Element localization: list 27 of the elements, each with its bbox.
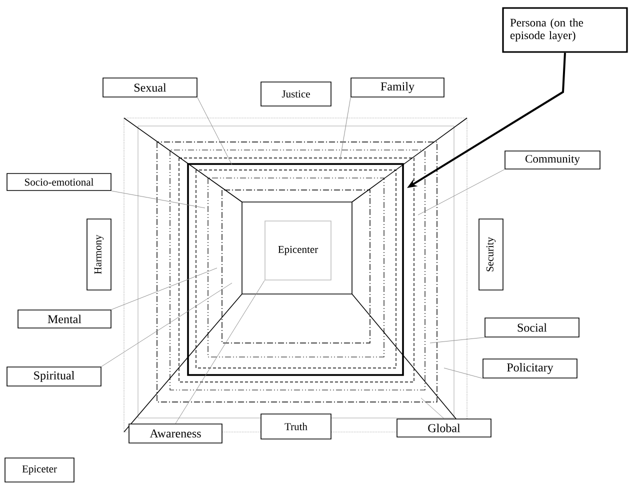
leader-line	[340, 97, 351, 160]
label-box: Epiceter	[4, 458, 74, 482]
label-box: Awareness	[128, 424, 222, 444]
label-box: Persona (on the episode layer)	[502, 7, 628, 53]
label-box: Justice	[260, 82, 332, 106]
center-label: Epicenter	[264, 220, 332, 280]
leader-line	[197, 97, 232, 166]
label-box: Mental	[18, 310, 112, 328]
label-box: Sexual	[102, 78, 198, 98]
leader-line	[101, 282, 232, 367]
label-box: Spiritual	[6, 366, 102, 386]
label-box: Socio-emotional	[6, 173, 112, 191]
label-box: Truth	[260, 414, 332, 440]
label-box: Social	[484, 318, 580, 338]
leader-line	[430, 337, 485, 344]
leader-line	[444, 368, 483, 379]
label-box: Security	[478, 218, 504, 290]
leader-line	[418, 169, 505, 216]
label-box: Global	[396, 418, 492, 438]
label-box: Community	[504, 150, 600, 170]
label-box: Family	[350, 78, 444, 98]
leader-line	[111, 268, 218, 310]
leader-line	[111, 190, 206, 208]
leader-line	[175, 280, 265, 424]
label-box: Harmony	[86, 218, 112, 290]
leader-line	[420, 398, 444, 419]
label-box: Policitary	[482, 358, 578, 378]
